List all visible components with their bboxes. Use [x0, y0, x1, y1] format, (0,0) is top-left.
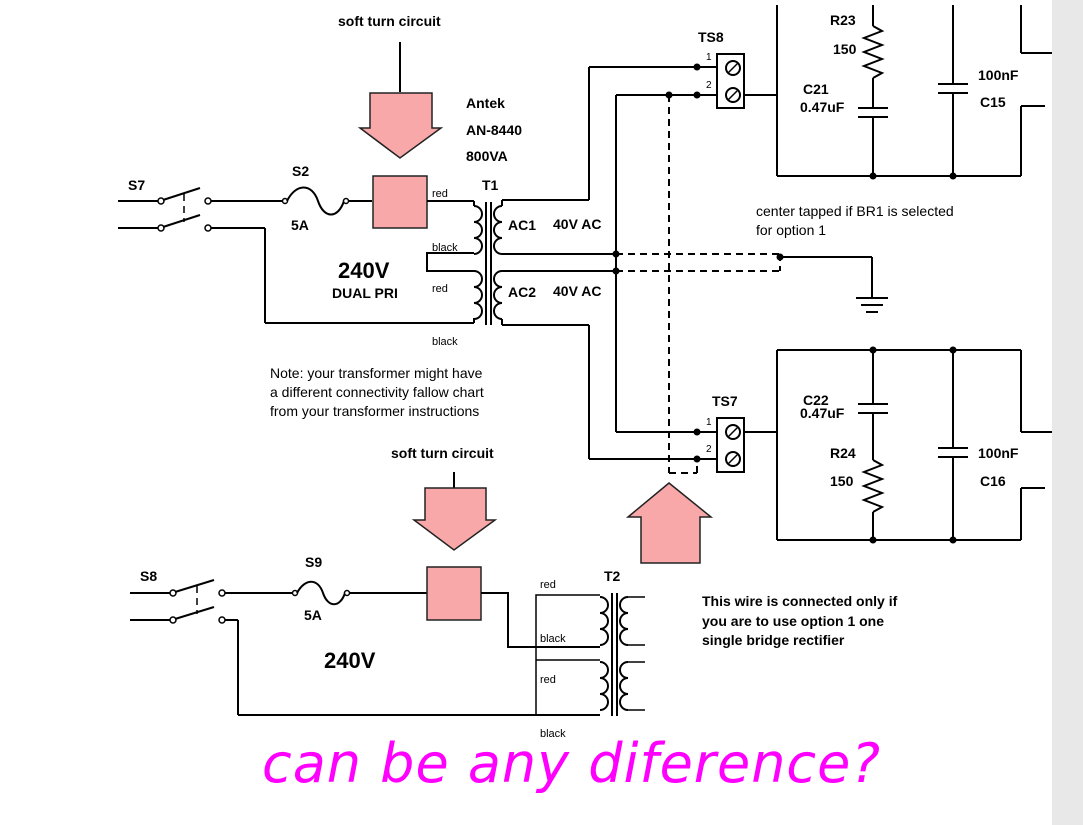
resistor-r24-label: R24	[830, 445, 856, 461]
resistor-r24-value: 150	[830, 473, 854, 489]
resistor-r24	[861, 459, 885, 513]
switch-s7	[118, 187, 212, 232]
capacitor-c15-value: 100nF	[978, 67, 1019, 83]
bottom-soft-turn-label: soft turn circuit	[391, 445, 494, 461]
terminal-ts8	[716, 53, 745, 109]
switch-s7-label: S7	[128, 177, 145, 193]
fuse-s9-terminal-b	[343, 589, 351, 597]
terminal-ts7	[716, 417, 745, 473]
fuse-s2-icon	[286, 186, 345, 216]
note-line1: Note: your transformer might have	[270, 365, 483, 381]
bottom-soft-start-box	[426, 566, 482, 621]
capacitor-c21-label: C21	[803, 81, 829, 97]
capacitor-c22-label: C22	[803, 392, 829, 408]
t2-wire-black-1: black	[540, 633, 566, 645]
top-soft-turn-label: soft turn circuit	[338, 13, 441, 29]
secondary-ac1-label: AC1	[508, 217, 536, 233]
t2-wire-red-2: red	[540, 674, 556, 686]
t2-wire-black-2: black	[540, 728, 566, 740]
resistor-r23-value: 150	[833, 41, 857, 57]
secondary-ac2-label: AC2	[508, 284, 536, 300]
right-edge-margin	[1052, 0, 1083, 825]
transformer-t2-label: T2	[604, 568, 621, 584]
wire-note-line3: single bridge rectifier	[702, 632, 845, 648]
center-tap-note-line1: center tapped if BR1 is selected	[756, 203, 954, 219]
t2-primary-wire-a	[481, 592, 600, 648]
ts7-pin2: 2	[706, 444, 712, 455]
t2-primary-frame	[535, 594, 600, 716]
ts7-pin1: 1	[706, 417, 712, 428]
capacitor-c21-value: 0.47uF	[800, 99, 845, 115]
fuse-s2-terminal-b	[342, 197, 350, 205]
bottom-voltage: 240V	[324, 648, 376, 673]
fuse-s9-label: S9	[305, 554, 322, 570]
t1-wire-black-1: black	[432, 242, 458, 254]
fuse-s2-terminal-a	[281, 197, 289, 205]
switch-s8-label: S8	[140, 568, 157, 584]
ts8-label: TS8	[698, 29, 724, 45]
bottom-soft-turn-arrow	[411, 487, 498, 551]
transformer-brand: Antek	[466, 95, 505, 111]
transformer-t1	[473, 202, 503, 325]
t1-wire-black-2: black	[432, 336, 458, 348]
t1-primary-bridge	[426, 252, 474, 272]
resistor-r23	[861, 25, 885, 79]
handwritten-question: can be any diference?	[262, 732, 881, 795]
t1-wire-red-1: red	[432, 188, 448, 200]
top-voltage: 240V	[338, 258, 390, 283]
note-line3: from your transformer instructions	[270, 403, 479, 419]
capacitor-c16-label: C16	[980, 473, 1006, 489]
transformer-t1-label: T1	[482, 177, 499, 193]
transformer-t2	[599, 593, 645, 716]
top-soft-start-box	[372, 175, 428, 229]
capacitor-c15-label: C15	[980, 94, 1006, 110]
transformer-power: 800VA	[466, 148, 508, 164]
center-tap-note-line2: for option 1	[756, 222, 826, 238]
t2-wire-red-1: red	[540, 579, 556, 591]
secondary-ac2-voltage: 40V AC	[553, 283, 602, 299]
fuse-s2-label: S2	[292, 163, 309, 179]
ts7-label: TS7	[712, 393, 738, 409]
resistor-r23-label: R23	[830, 12, 856, 28]
capacitor-c22-value: 0.47uF	[800, 405, 845, 421]
wire-note-line2: you are to use option 1 one	[702, 613, 884, 629]
switch-s8	[130, 579, 226, 624]
fuse-s9-terminal-a	[291, 589, 299, 597]
ground-icon	[856, 297, 888, 313]
fuse-s9-rating: 5A	[304, 607, 322, 623]
ts8-pin1: 1	[706, 52, 712, 63]
secondary-ac1-voltage: 40V AC	[553, 216, 602, 232]
fuse-s9-icon	[296, 580, 346, 606]
option1-pointer-arrow	[625, 482, 714, 564]
t1-wire-red-2: red	[432, 283, 448, 295]
note-line2: a different connectivity fallow chart	[270, 384, 484, 400]
fuse-s2-rating: 5A	[291, 217, 309, 233]
capacitor-c16-value: 100nF	[978, 445, 1019, 461]
wire-note-line1: This wire is connected only if	[702, 593, 898, 609]
top-voltage-note: DUAL PRI	[332, 285, 398, 301]
top-soft-turn-arrow	[357, 92, 444, 159]
ts8-pin2: 2	[706, 80, 712, 91]
transformer-model: AN-8440	[466, 122, 522, 138]
